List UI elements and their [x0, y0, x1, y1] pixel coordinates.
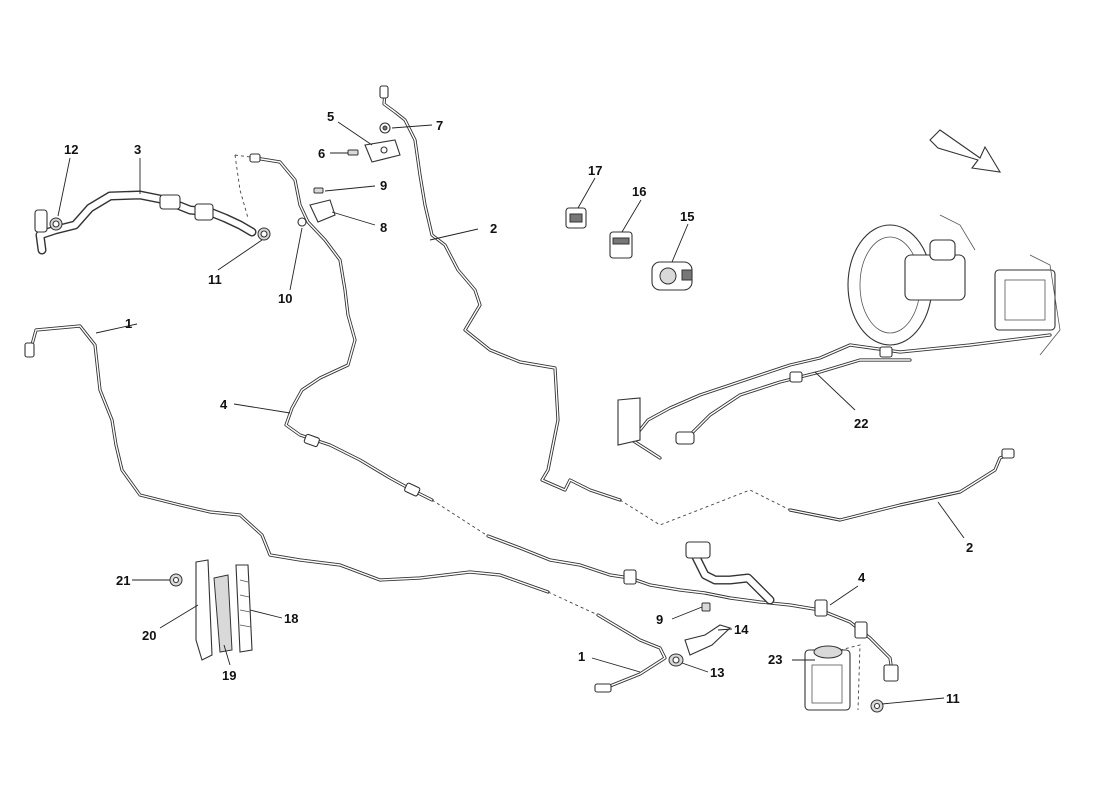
callout-2-right: 2 — [966, 540, 973, 555]
callout-11-bottom: 11 — [946, 691, 960, 706]
callout-17: 17 — [588, 163, 602, 178]
callout-8: 8 — [380, 220, 387, 235]
callout-19: 19 — [222, 668, 236, 683]
seal-ring-11-top[interactable] — [257, 227, 271, 241]
seal-ring-12[interactable] — [49, 217, 63, 231]
pipe-holder-16[interactable] — [609, 231, 633, 259]
callout-22: 22 — [854, 416, 868, 431]
brake-line-4[interactable] — [234, 153, 899, 682]
callout-3: 3 — [134, 142, 141, 157]
support-bracket-18[interactable] — [235, 564, 253, 653]
bracket-14[interactable] — [684, 624, 732, 656]
clip-10[interactable] — [297, 217, 307, 227]
brake-pipe-harness-22[interactable] — [617, 333, 1052, 460]
callout-6: 6 — [318, 146, 325, 161]
callout-14: 14 — [734, 622, 749, 637]
mounting-bracket-5[interactable] — [364, 139, 401, 163]
callout-11-top: 11 — [208, 272, 222, 287]
callout-4-left: 4 — [220, 397, 228, 412]
callout-23: 23 — [768, 652, 782, 667]
callout-16: 16 — [632, 184, 646, 199]
heat-shield-20[interactable] — [195, 559, 213, 661]
nut-21[interactable] — [169, 573, 183, 587]
spacer-19[interactable] — [213, 574, 233, 653]
screw-6[interactable] — [347, 149, 359, 156]
pipe-holder-17[interactable] — [565, 207, 587, 229]
callout-21: 21 — [116, 573, 130, 588]
callout-9-top: 9 — [380, 178, 387, 193]
callout-15: 15 — [680, 209, 694, 224]
brake-pipe-2[interactable] — [379, 85, 1015, 526]
brake-hose-3[interactable] — [34, 190, 257, 255]
fluid-reservoir-23[interactable] — [804, 644, 861, 711]
callout-9-bottom: 9 — [656, 612, 663, 627]
callout-20: 20 — [142, 628, 156, 643]
callout-5: 5 — [327, 109, 334, 124]
seal-ring-11-bottom[interactable] — [870, 699, 884, 713]
callout-labels: 12 3 11 10 5 6 7 9 8 2 17 16 15 1 4 22 2… — [64, 109, 973, 706]
grommet-13[interactable] — [668, 653, 684, 667]
front-direction-arrow-icon — [929, 129, 1002, 173]
callout-1-bottom: 1 — [578, 649, 585, 664]
callout-4-right: 4 — [858, 570, 866, 585]
screw-9-top[interactable] — [313, 187, 324, 194]
pipe-clip-7[interactable] — [379, 122, 391, 134]
callout-leaders — [57, 121, 965, 705]
callout-7: 7 — [436, 118, 443, 133]
callout-10: 10 — [278, 291, 292, 306]
bracket-8[interactable] — [309, 199, 336, 223]
brake-booster-assembly — [847, 214, 1061, 356]
pipe-holder-15[interactable] — [651, 261, 693, 291]
callout-18: 18 — [284, 611, 298, 626]
callout-1-top: 1 — [125, 316, 132, 331]
brake-pipe-1[interactable] — [24, 324, 667, 693]
callout-12: 12 — [64, 142, 78, 157]
callout-2-top: 2 — [490, 221, 497, 236]
callout-13: 13 — [710, 665, 724, 680]
screw-9-bottom[interactable] — [701, 602, 711, 612]
